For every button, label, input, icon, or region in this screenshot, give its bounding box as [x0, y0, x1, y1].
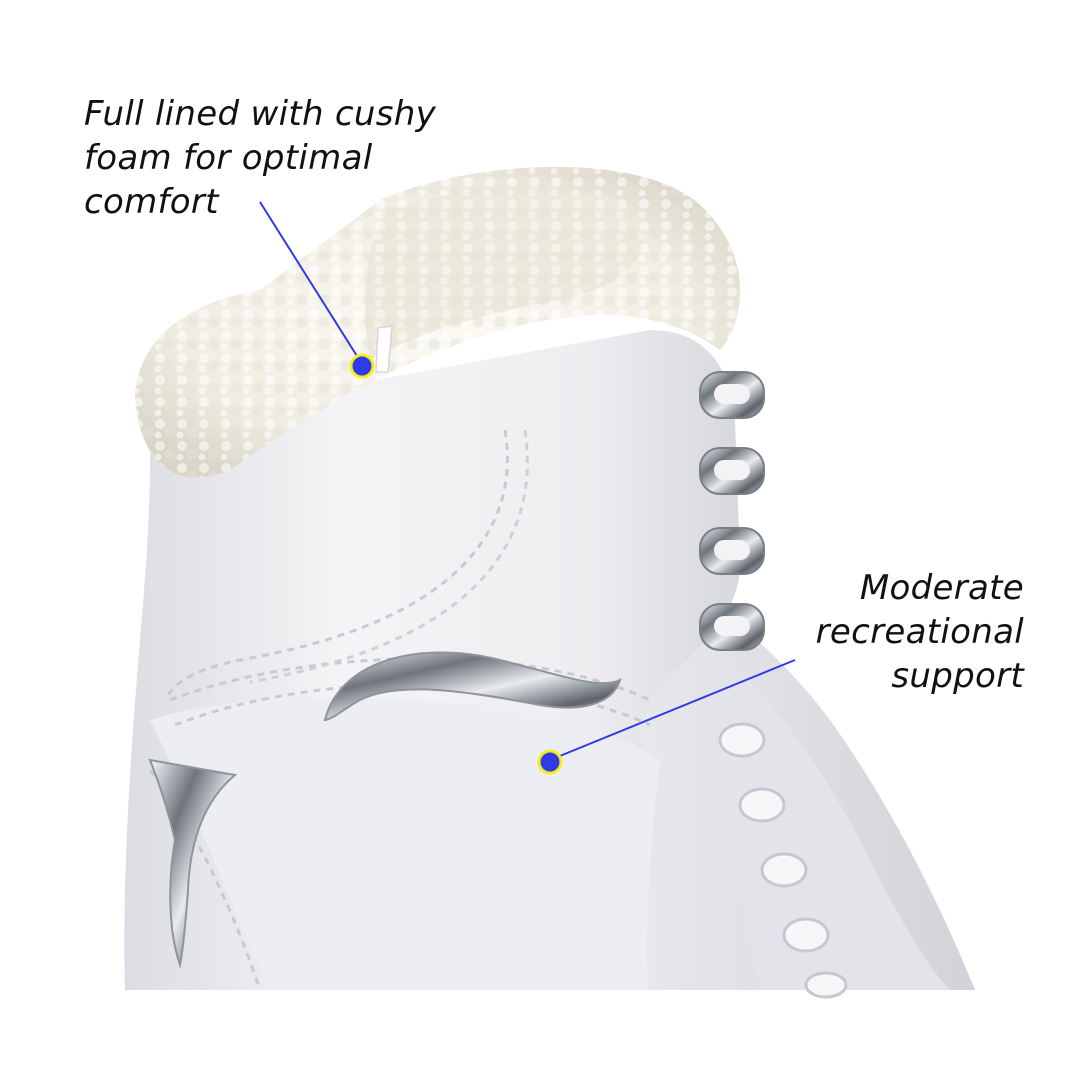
chrome-accent-icon	[323, 651, 622, 722]
lace-hook-icon	[699, 603, 765, 651]
lace-eyelet-icon	[760, 852, 808, 888]
lining-callout-line: Full lined with cushy	[84, 94, 437, 134]
lace-eyelet-icon	[738, 787, 786, 823]
callout-dot-icon	[537, 749, 563, 775]
lace-hooks	[699, 371, 765, 651]
lace-eyelet-icon	[718, 722, 766, 758]
lace-hook-icon	[699, 371, 765, 419]
boot-tongue	[640, 560, 975, 990]
lining-callout: Full lined with cushy foam for optimal c…	[84, 92, 436, 224]
lace-eyelets	[718, 722, 848, 999]
support-leader-line	[549, 659, 796, 761]
chrome-accents	[148, 651, 622, 969]
lining-callout-line: comfort	[84, 182, 219, 222]
support-callout-line: recreational	[815, 612, 1024, 652]
fleece-collar	[135, 166, 740, 478]
callout-dot-icon	[349, 353, 375, 379]
lining-leader-line	[259, 201, 363, 365]
lining-callout-line: foam for optimal	[84, 138, 373, 178]
lace-eyelet-icon	[804, 971, 848, 999]
lace-hook-icon	[699, 527, 765, 575]
lace-hook-icon	[699, 447, 765, 495]
support-callout-line: Moderate	[859, 568, 1024, 608]
chrome-accent-icon	[148, 758, 238, 969]
support-callout: Moderate recreational support	[816, 566, 1024, 698]
support-callout-line: support	[891, 656, 1024, 696]
lace-eyelet-icon	[782, 917, 830, 953]
